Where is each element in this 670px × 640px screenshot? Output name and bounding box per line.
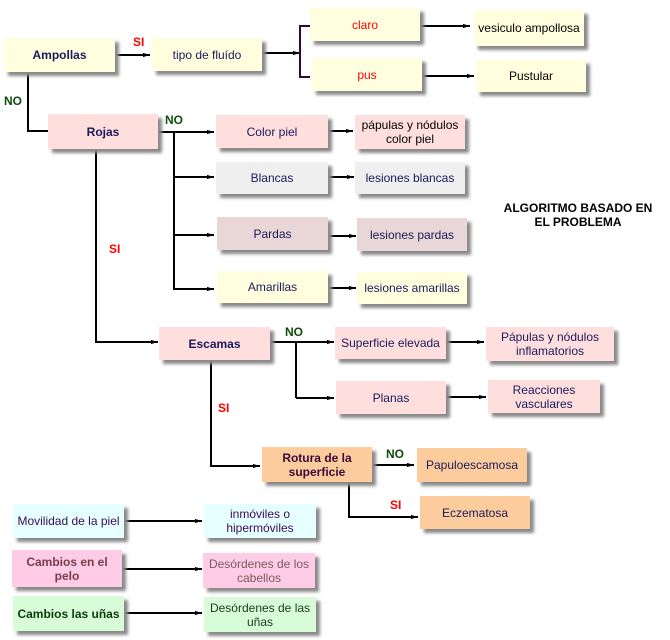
node-papulas-inflamatorios[interactable]: Pápulas y nódulos inflamatorios <box>486 327 614 361</box>
node-rojas[interactable]: Rojas <box>48 114 158 149</box>
node-cambios-pelo[interactable]: Cambios en el pelo <box>12 550 122 587</box>
node-papulas-color-piel[interactable]: pápulas y nódulos color piel <box>355 115 465 149</box>
connector-branch-claro-pus <box>299 25 310 78</box>
node-lesiones-blancas[interactable]: lesiones blancas <box>355 162 465 194</box>
no-label-rojas: NO <box>165 113 183 127</box>
si-label-ampollas: SI <box>133 35 145 49</box>
node-ampollas[interactable]: Ampollas <box>4 38 115 72</box>
node-planas[interactable]: Planas <box>336 381 446 414</box>
node-movilidad-piel[interactable]: Movilidad de la piel <box>13 504 124 538</box>
node-pardas[interactable]: Pardas <box>217 217 328 250</box>
node-color-piel[interactable]: Color piel <box>216 115 328 148</box>
node-desordenes-cabellos[interactable]: Desórdenes de los cabellos <box>203 553 315 588</box>
node-blancas[interactable]: Blancas <box>216 162 328 194</box>
diagram-title: ALGORITMO BASADO EN EL PROBLEMA <box>503 201 653 229</box>
node-rotura-superficie[interactable]: Rotura de la superficie <box>262 447 372 482</box>
node-lesiones-amarillas[interactable]: lesiones amarillas <box>357 272 467 304</box>
node-inmoviles-hipermoviles[interactable]: inmóviles o hipermóviles <box>204 504 316 538</box>
connector-rojas-escamas <box>95 149 158 345</box>
node-tipo-fluido[interactable]: tipo de fluído <box>152 38 262 71</box>
node-amarillas[interactable]: Amarillas <box>217 271 328 303</box>
node-pustular[interactable]: Pustular <box>476 60 586 92</box>
no-label-rotura: NO <box>386 447 404 461</box>
node-pus[interactable]: pus <box>312 58 422 91</box>
node-superficie-elevada[interactable]: Superficie elevada <box>335 327 446 359</box>
si-label-escamas: SI <box>218 401 230 415</box>
connector-escamas-rotura <box>210 360 260 469</box>
si-label-rotura: SI <box>390 498 402 512</box>
node-reacciones-vasculares[interactable]: Reacciones vasculares <box>488 380 600 413</box>
connector-rotura-eczematosa <box>348 481 418 520</box>
si-label-rojas: SI <box>109 242 121 256</box>
node-escamas[interactable]: Escamas <box>159 327 270 360</box>
node-vesiculo-ampollosa[interactable]: vesiculo ampollosa <box>474 10 584 46</box>
node-cambios-unas[interactable]: Cambios las uñas <box>13 596 124 631</box>
no-label-ampollas: NO <box>4 94 22 108</box>
node-eczematosa[interactable]: Eczematosa <box>420 496 530 529</box>
node-lesiones-pardas[interactable]: lesiones pardas <box>357 218 467 251</box>
connector-ampollas-rojas <box>27 72 48 132</box>
node-papuloescamosa[interactable]: Papuloescamosa <box>417 448 527 482</box>
node-desordenes-unas[interactable]: Desórdenes de las uñas <box>204 597 316 632</box>
node-claro[interactable]: claro <box>310 8 420 41</box>
no-label-escamas: NO <box>285 325 303 339</box>
